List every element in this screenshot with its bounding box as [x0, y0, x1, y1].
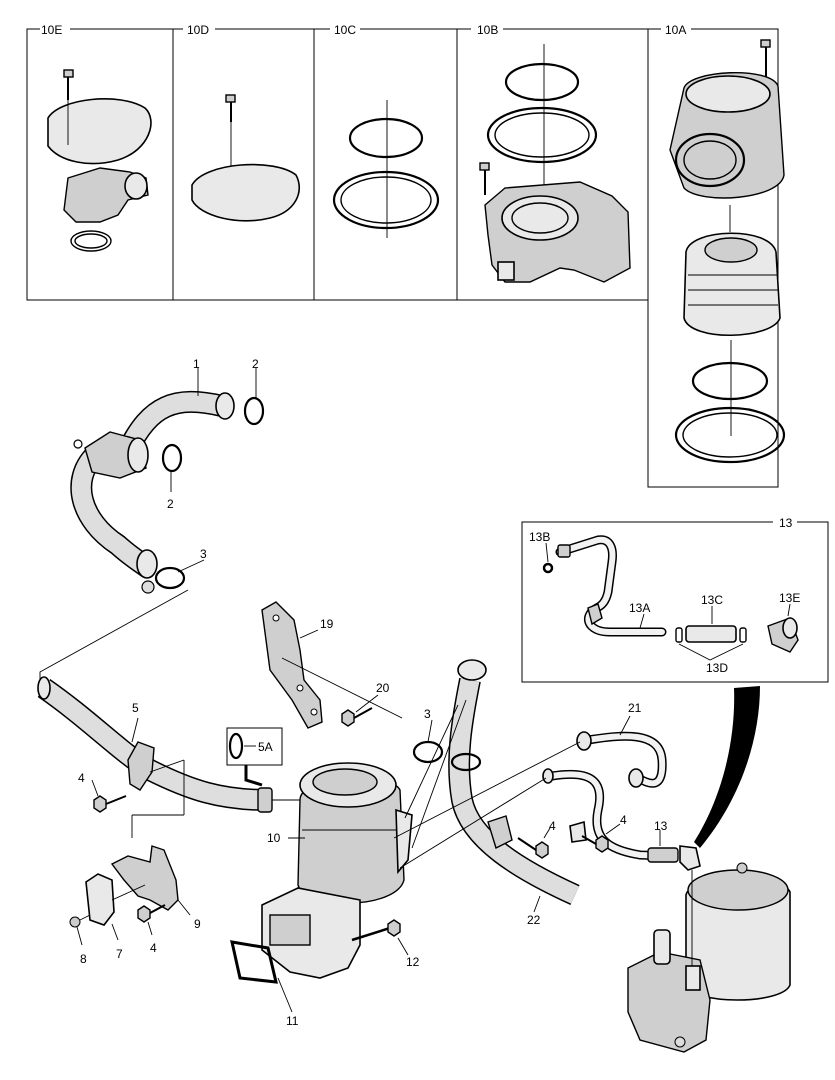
callout-9: 9	[194, 917, 201, 931]
callout-21: 21	[628, 701, 642, 715]
panel-label-13: 13	[779, 516, 793, 530]
hose-clamp-icon	[450, 752, 482, 772]
cover-plate-icon	[47, 98, 152, 165]
hose-clamp-icon	[154, 566, 186, 590]
panel-label-10B: 10B	[477, 23, 498, 37]
seal-5A: 5A	[226, 727, 283, 787]
callout-12: 12	[406, 955, 420, 969]
callout-13: 13	[654, 819, 668, 833]
o-ring-icon	[348, 117, 424, 159]
hose-22: 3 22 4	[404, 659, 580, 927]
callout-5A: 5A	[258, 740, 273, 754]
top-panels-frame	[26, 28, 779, 488]
hose-clamp-icon	[412, 740, 444, 764]
callout-4: 4	[620, 813, 627, 827]
main-filter-10: 10 11 12	[230, 762, 420, 1028]
panel-label-10D: 10D	[187, 23, 209, 37]
o-ring-icon	[691, 361, 769, 401]
panel-10A: 10A	[665, 23, 786, 464]
callout-10: 10	[267, 831, 281, 845]
callout-13A: 13A	[629, 601, 650, 615]
seal-ring-icon	[674, 406, 786, 464]
panel-label-10C: 10C	[334, 23, 356, 37]
bracket-19: 19 20	[261, 601, 403, 729]
bolt-icon	[137, 904, 166, 923]
panel-13: 13 13B 13A 13C 13E 13D	[521, 516, 829, 683]
panel-label-10A: 10A	[665, 23, 686, 37]
hose-clamp-icon	[243, 396, 265, 426]
filter-element-icon	[683, 232, 781, 337]
callout-19: 19	[320, 617, 334, 631]
assembly-arrow	[694, 686, 760, 848]
hose-assembly-upper: 1 2 2 3	[70, 357, 265, 594]
pipe-5: 5 4	[37, 676, 310, 838]
o-ring-icon	[504, 62, 580, 102]
bolt-icon	[479, 162, 490, 195]
fuel-lines: 21 4 13	[393, 701, 701, 871]
gasket-icon	[230, 940, 278, 984]
callout-13D: 13D	[706, 661, 728, 675]
bolt-icon	[341, 707, 373, 727]
callout-11: 11	[286, 1014, 299, 1028]
seal-ring-icon	[486, 106, 598, 164]
callout-3: 3	[200, 547, 207, 561]
cover-plate-icon	[191, 163, 301, 222]
callout-3: 3	[424, 707, 431, 721]
callout-4: 4	[78, 771, 85, 785]
bolt-icon	[351, 919, 401, 942]
callout-13C: 13C	[701, 593, 723, 607]
callout-20: 20	[376, 681, 390, 695]
bolt-icon	[63, 69, 74, 100]
pipe-bracket-icon	[127, 741, 155, 791]
callout-5: 5	[132, 701, 139, 715]
hose-clamp-icon	[257, 787, 273, 813]
water-separator	[627, 862, 791, 1053]
panel-label-10E: 10E	[41, 23, 62, 37]
bolt-icon	[225, 94, 236, 122]
bracket-assembly: 7 8 4 9	[69, 845, 201, 966]
callout-2: 2	[252, 357, 259, 371]
callout-2: 2	[167, 497, 174, 511]
panel-10B: 10B	[477, 23, 631, 283]
callout-7: 7	[116, 947, 123, 961]
bolt-icon	[93, 795, 127, 813]
hose-clamp-icon	[161, 443, 183, 473]
callout-4: 4	[150, 941, 157, 955]
seal-ring-icon	[332, 170, 440, 230]
panel-10C: 10C	[332, 23, 440, 238]
callout-13E: 13E	[779, 591, 800, 605]
callout-8: 8	[80, 952, 87, 966]
seal-ring-icon	[674, 132, 746, 188]
callout-4: 4	[549, 819, 556, 833]
bolt-icon	[581, 835, 609, 853]
callout-22: 22	[527, 913, 541, 927]
callout-13B: 13B	[529, 530, 550, 544]
bolt-icon	[517, 837, 549, 859]
panel-10D: 10D	[187, 23, 301, 222]
callout-1: 1	[193, 357, 200, 371]
panel-10E: 10E	[41, 23, 152, 252]
